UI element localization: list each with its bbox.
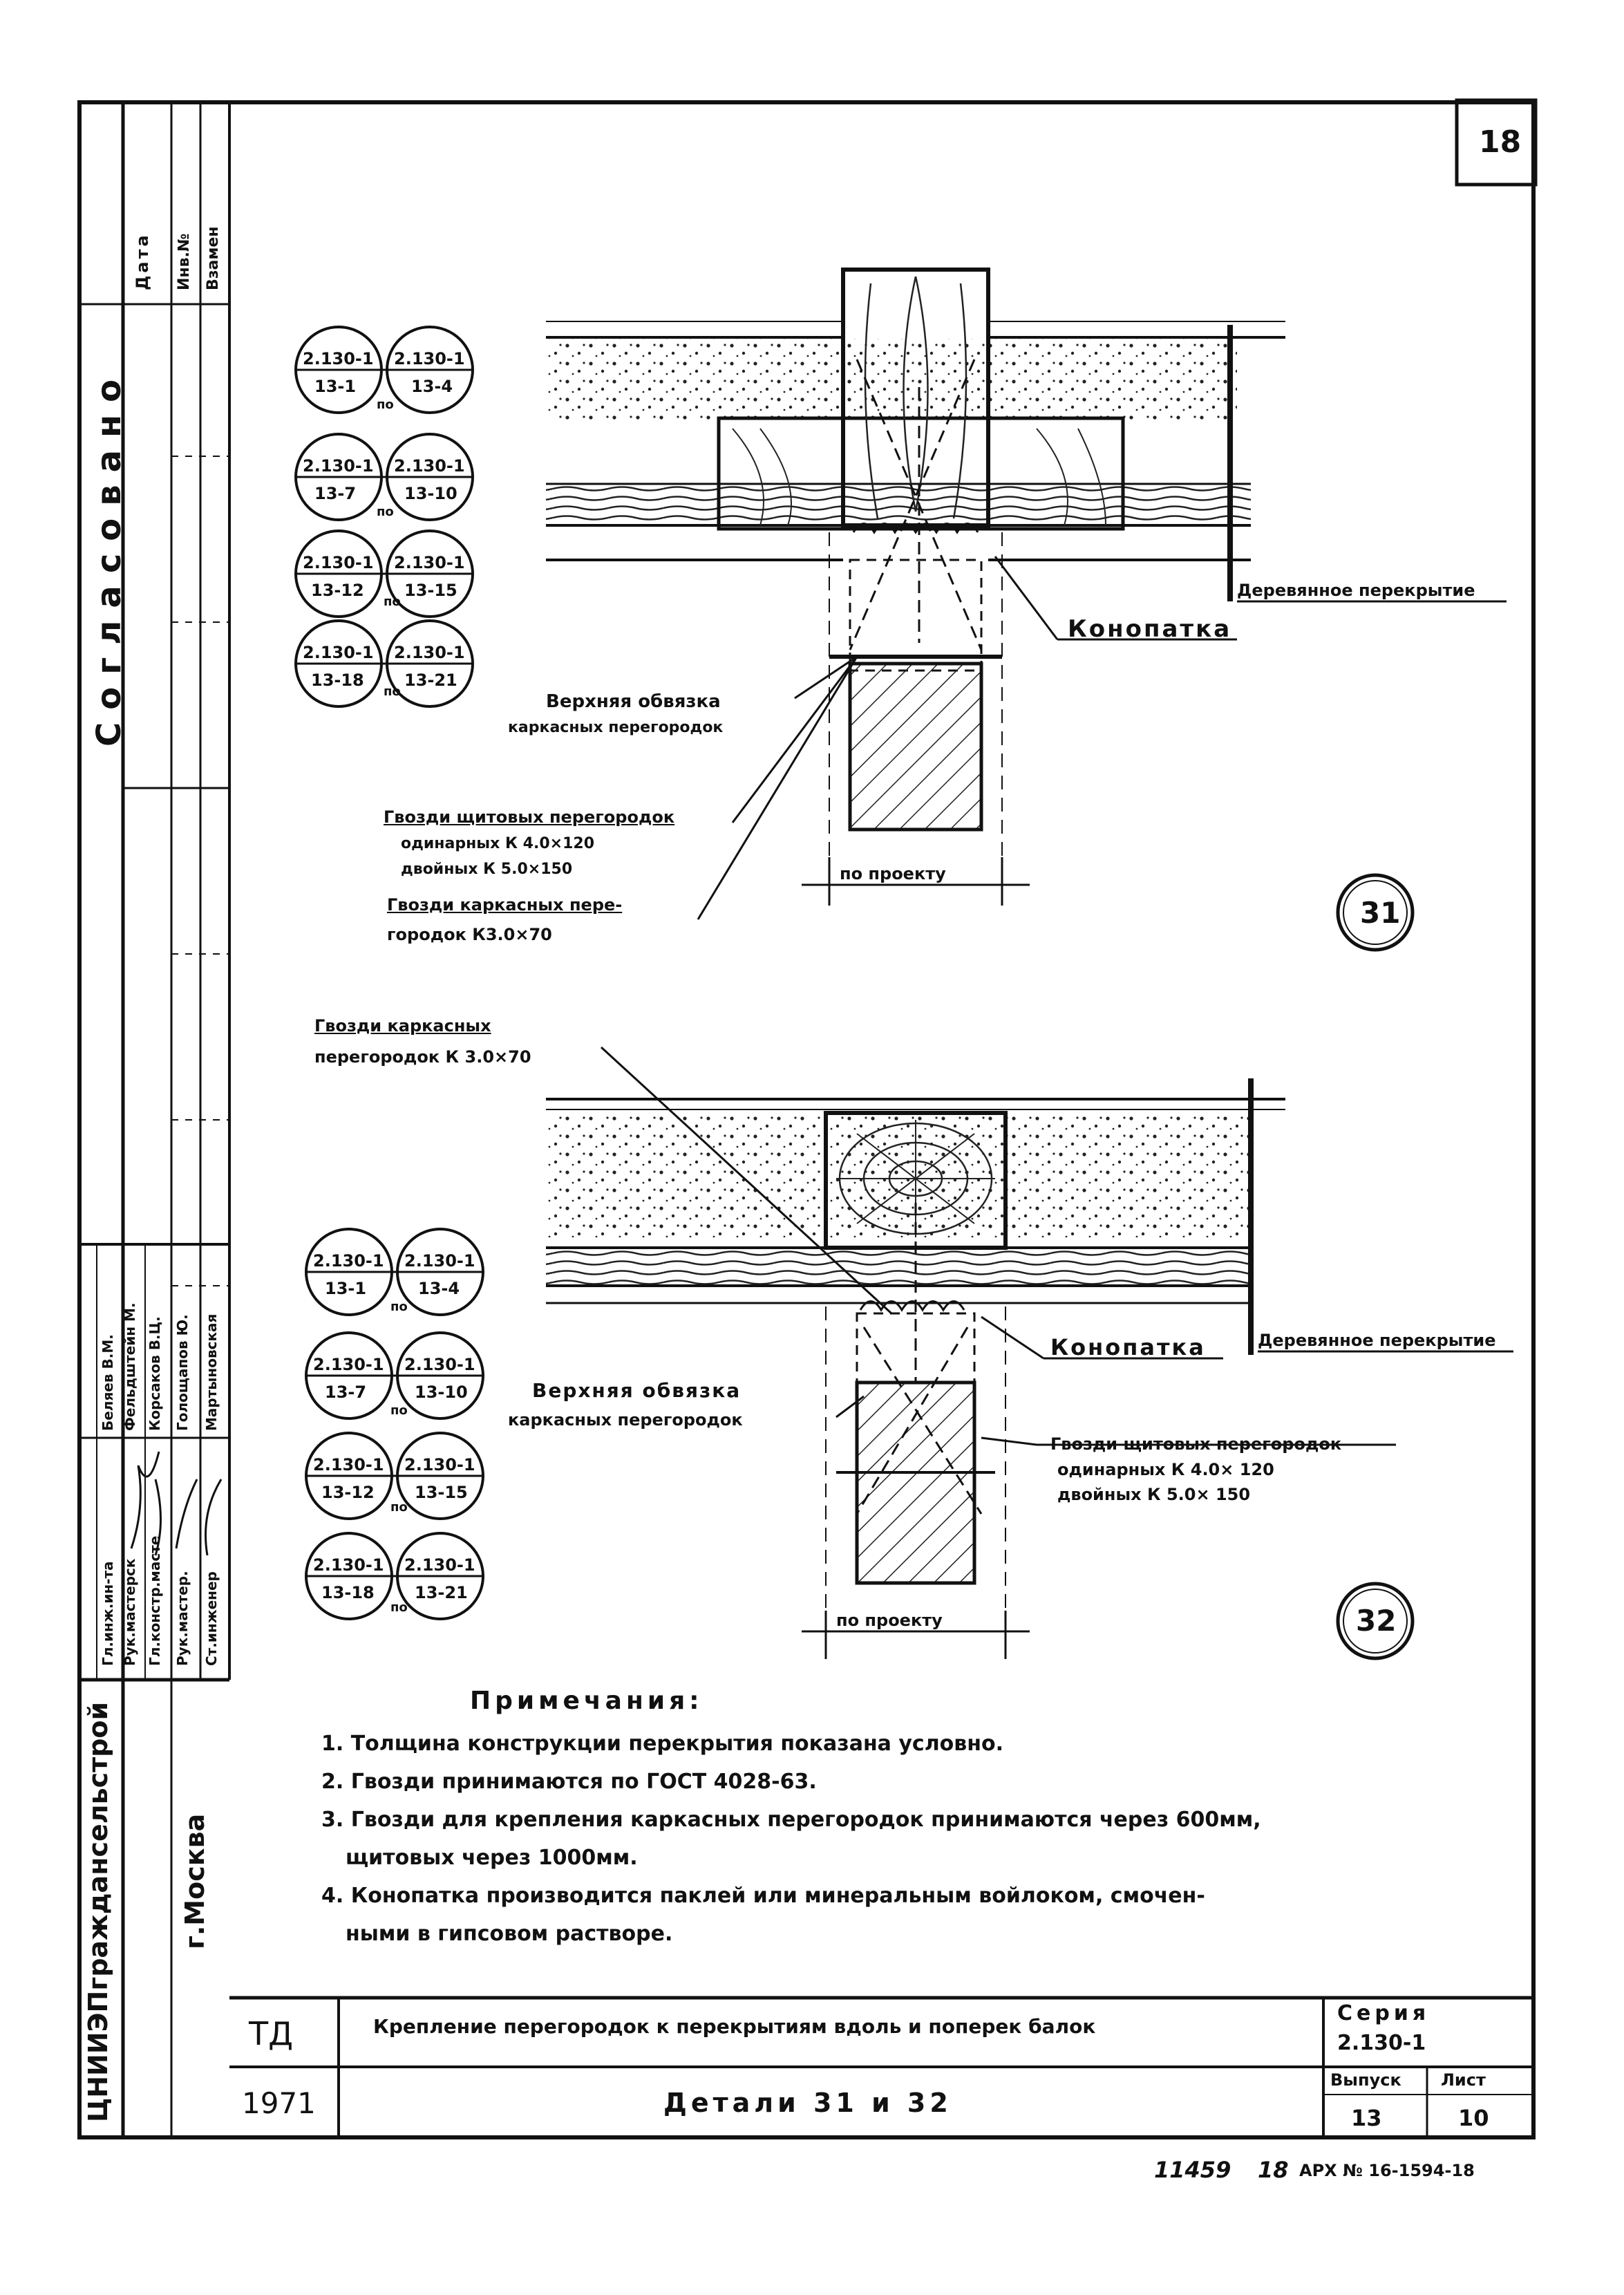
d32-frame-nails-2: перегородок К 3.0×70 — [314, 1047, 531, 1067]
d32-panel-nails-1: Гвозди щитовых перегородок — [1050, 1434, 1342, 1454]
sheet-number: 18 — [1479, 124, 1522, 160]
d32-wood-floor-label: Деревянное перекрытие — [1258, 1331, 1496, 1350]
note-3-cont: щитовых через 1000мм. — [346, 1846, 638, 1870]
ref31-4-bl: 13-18 — [311, 671, 364, 690]
ref31-4-br: 13-21 — [404, 671, 457, 690]
d32-frame-nails-1: Гвозди каркасных — [314, 1016, 491, 1036]
ref32-4-tr: 2.130-1 — [404, 1555, 475, 1575]
title-block-td: ТД — [249, 2015, 294, 2052]
ref32-3-br: 13-15 — [415, 1483, 468, 1502]
org-name: ЦНИИЭПграждансельстрой — [83, 1701, 113, 2122]
ref32-2-tl: 2.130-1 — [313, 1355, 384, 1374]
series-value: 2.130-1 — [1337, 2031, 1426, 2055]
ref31-2-sep: по — [377, 505, 394, 519]
title-block-description: Крепление перегородок к перекрытиям вдол… — [373, 2015, 1096, 2038]
note-1: 1. Толщина конструкции перекрытия показа… — [321, 1732, 1003, 1756]
d32-panel-nails-3: двойных К 5.0× 150 — [1057, 1485, 1251, 1504]
d31-detail-number: 31 — [1360, 896, 1401, 930]
footer-archive: АРХ № 16-1594-18 — [1299, 2161, 1475, 2180]
ref31-1-tl: 2.130-1 — [303, 349, 374, 368]
detail-32-graphics — [546, 1046, 1513, 1660]
d31-panel-nails-3: двойных К 5.0×150 — [401, 861, 573, 878]
ref31-3-bl: 13-12 — [311, 581, 364, 600]
ref32-3-tl: 2.130-1 — [313, 1455, 384, 1474]
d31-caulk-label: Конопатка — [1068, 615, 1232, 643]
d31-top-plate-1: Верхняя обвязка — [546, 691, 721, 712]
ref32-1-sep: по — [390, 1300, 408, 1314]
d31-wood-floor-label: Деревянное перекрытие — [1237, 581, 1475, 600]
series-label: Серия — [1337, 2001, 1431, 2025]
ref32-3-tr: 2.130-1 — [404, 1455, 475, 1474]
ref31-3-br: 13-15 — [404, 581, 457, 600]
ref31-4-sep: по — [384, 684, 401, 699]
sheet-number-box — [1455, 98, 1538, 187]
ref31-1-br: 13-4 — [411, 377, 453, 396]
d31-top-plate-2: каркасных перегородок — [508, 719, 724, 736]
ref31-3-tr: 2.130-1 — [394, 553, 465, 572]
ref32-1-tr: 2.130-1 — [404, 1251, 475, 1271]
reference-circles-32 — [305, 1228, 484, 1620]
d32-dimension-label: по проекту — [836, 1611, 943, 1630]
note-2: 2. Гвозди принимаются по ГОСТ 4028-63. — [321, 1770, 817, 1794]
sheet-label: Лист — [1441, 2070, 1486, 2090]
ref32-4-sep: по — [390, 1600, 408, 1615]
note-4: 4. Конопатка производится паклей или мин… — [321, 1884, 1205, 1908]
note-4-cont: ными в гипсовом растворе. — [346, 1922, 673, 1946]
d31-frame-nails-1: Гвозди каркасных пере- — [387, 895, 623, 915]
org-city: г.Москва — [180, 1813, 210, 1949]
d31-panel-nails-2: одинарных К 4.0×120 — [401, 835, 595, 852]
footer-stamp-number: 11459 — [1154, 2157, 1231, 2183]
title-block-year: 1971 — [242, 2086, 316, 2120]
d32-detail-number: 32 — [1356, 1604, 1397, 1638]
title-block-lines — [229, 1996, 1536, 2139]
title-block-drawing-title: Детали 31 и 32 — [663, 2088, 952, 2118]
footer-stamp-sheet: 18 — [1258, 2157, 1289, 2183]
ref32-3-bl: 13-12 — [321, 1483, 375, 1502]
d32-caulk-label: Конопатка — [1050, 1334, 1206, 1360]
ref32-1-br: 13-4 — [418, 1279, 460, 1298]
d32-top-plate-1: Верхняя обвязка — [532, 1379, 742, 1402]
ref31-3-tl: 2.130-1 — [303, 553, 374, 572]
ref32-2-sep: по — [390, 1403, 408, 1418]
ref31-4-tl: 2.130-1 — [303, 643, 374, 662]
ref32-3-sep: по — [390, 1500, 408, 1515]
left-strip-grid — [77, 100, 231, 2139]
d32-top-plate-2: каркасных перегородок — [508, 1410, 743, 1430]
drawing-frame — [77, 100, 1536, 2139]
ref31-4-tr: 2.130-1 — [394, 643, 465, 662]
d31-dimension-label: по проекту — [840, 864, 946, 883]
ref32-2-br: 13-10 — [415, 1383, 468, 1402]
notes-title: Примечания: — [470, 1687, 704, 1715]
issue-label: Выпуск — [1330, 2070, 1401, 2090]
sheet-value: 10 — [1458, 2105, 1489, 2131]
reference-circles-31 — [294, 326, 474, 708]
ref31-1-sep: по — [377, 397, 394, 412]
ref31-2-tl: 2.130-1 — [303, 456, 374, 476]
d31-panel-nails-1: Гвозди щитовых перегородок — [384, 807, 675, 827]
ref32-4-br: 13-21 — [415, 1583, 468, 1602]
ref32-1-tl: 2.130-1 — [313, 1251, 384, 1271]
ref32-2-tr: 2.130-1 — [404, 1355, 475, 1374]
issue-value: 13 — [1351, 2105, 1382, 2131]
ref31-2-br: 13-10 — [404, 484, 457, 503]
ref31-3-sep: по — [384, 594, 401, 609]
ref31-1-tr: 2.130-1 — [394, 349, 465, 368]
ref32-2-bl: 13-7 — [325, 1383, 367, 1402]
detail-31-graphics — [546, 268, 1507, 952]
ref32-1-bl: 13-1 — [325, 1279, 367, 1298]
ref31-1-bl: 13-1 — [314, 377, 357, 396]
ref31-2-bl: 13-7 — [314, 484, 357, 503]
d31-frame-nails-2: городок К3.0×70 — [387, 925, 552, 944]
ref32-4-tl: 2.130-1 — [313, 1555, 384, 1575]
note-3: 3. Гвозди для крепления каркасных перего… — [321, 1808, 1261, 1832]
ref32-4-bl: 13-18 — [321, 1583, 375, 1602]
ref31-2-tr: 2.130-1 — [394, 456, 465, 476]
d32-panel-nails-2: одинарных К 4.0× 120 — [1057, 1460, 1274, 1479]
